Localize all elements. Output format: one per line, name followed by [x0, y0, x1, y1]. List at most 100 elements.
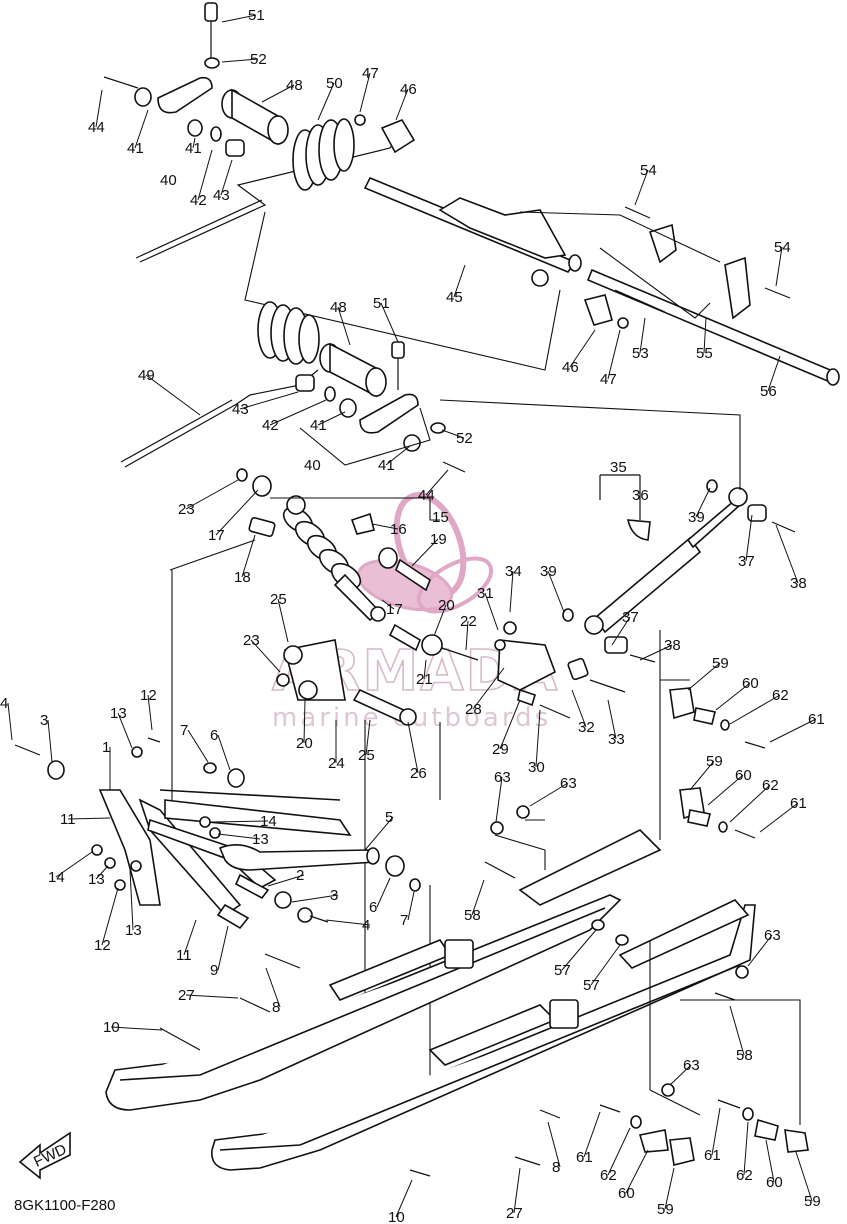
- callout-label-c41b: 41: [185, 140, 202, 157]
- callout-leader-c59d: [795, 1151, 813, 1202]
- callout-label-c54b: 54: [774, 239, 791, 256]
- callout-label-c13a: 13: [110, 705, 127, 722]
- callout-leader-c50: [317, 82, 335, 121]
- callout-label-c12b: 12: [94, 937, 111, 954]
- cross-shaft: [164, 799, 352, 836]
- nut-52: [204, 57, 220, 69]
- callout-label-c19: 19: [430, 531, 447, 548]
- callout-label-c58a: 58: [464, 907, 481, 924]
- callout-leader-c41c: [317, 411, 346, 426]
- callout-label-c8b: 8: [552, 1159, 560, 1176]
- callout-label-c40a: 40: [160, 172, 177, 189]
- callout-label-c11b: 11: [176, 947, 192, 964]
- callout-leader-c60b: [707, 774, 744, 806]
- callout-leader-c9: [217, 925, 229, 971]
- callout-label-c23a: 23: [178, 501, 195, 518]
- callout-leader-c58a: [471, 879, 485, 916]
- callout-leader-c46b: [569, 329, 596, 368]
- callout-label-c62c: 62: [600, 1167, 617, 1184]
- callout-label-c27b: 27: [506, 1205, 523, 1222]
- slide-rail-right: [211, 899, 756, 1171]
- arm-top: [157, 76, 213, 114]
- callout-leader-c63b: [529, 782, 569, 807]
- callout-leader-c10a: [110, 1026, 163, 1031]
- center-linkage: [276, 621, 626, 1030]
- callout-label-c31: 31: [477, 585, 494, 602]
- callout-label-c42a: 42: [190, 192, 207, 209]
- callout-label-c61c: 61: [576, 1149, 593, 1166]
- lower-spring-assembly: [120, 301, 466, 473]
- callout-label-c62d: 62: [736, 1167, 753, 1184]
- callout-label-c10b: 10: [388, 1209, 405, 1224]
- callout-label-c33: 33: [608, 731, 625, 748]
- callout-leader-c13c: [95, 865, 109, 880]
- callout-label-c40b: 40: [304, 457, 321, 474]
- callout-leader-c37b: [611, 616, 631, 646]
- watermark-propeller-logo: [356, 492, 494, 614]
- callout-leader-c10b: [395, 1179, 413, 1218]
- callout-label-c51b: 51: [373, 295, 390, 312]
- callout-label-c57b: 57: [583, 977, 600, 994]
- callout-label-c17a: 17: [208, 527, 225, 544]
- shock-body: [593, 536, 702, 634]
- callout-label-c60a: 60: [742, 675, 759, 692]
- callout-leader-c37a: [745, 514, 753, 562]
- callout-leader-c16: [371, 523, 399, 530]
- callout-leader-c63a: [495, 776, 503, 823]
- callout-label-c49: 49: [138, 367, 155, 384]
- upper-spring-assembly: [103, 2, 416, 263]
- bolt-44: [103, 76, 139, 89]
- callout-label-c47b: 47: [600, 371, 617, 388]
- callout-leader-c54a: [634, 169, 649, 206]
- bracket-55b: [724, 256, 751, 320]
- bolt-51: [204, 2, 218, 22]
- callout-label-c56: 56: [760, 383, 777, 400]
- callout-leader-c60a: [715, 682, 751, 711]
- callout-leader-c59c: [664, 1167, 675, 1210]
- bracket-46b: [583, 294, 613, 326]
- callout-label-c11a: 11: [60, 811, 76, 828]
- callout-leader-c6b: [376, 877, 391, 908]
- callout-leader-c33: [607, 699, 617, 740]
- callout-label-c9: 9: [210, 962, 218, 979]
- callout-label-c41d: 41: [378, 457, 395, 474]
- callout-leader-c32: [571, 689, 587, 728]
- callout-label-c59c: 59: [657, 1201, 674, 1218]
- callout-label-c3b: 3: [330, 887, 338, 904]
- callout-label-c38b: 38: [664, 637, 681, 654]
- callout-leader-c47b: [607, 329, 621, 380]
- callout-label-c53: 53: [632, 345, 649, 362]
- callout-leader-c27a: [185, 994, 239, 999]
- callout-leader-c51b: [380, 302, 399, 343]
- callout-label-c6b: 6: [369, 899, 377, 916]
- callout-leader-c46a: [395, 88, 409, 121]
- callout-label-c63a: 63: [494, 769, 511, 786]
- callout-label-c20a: 20: [438, 597, 455, 614]
- shock-spring: [282, 506, 362, 590]
- callout-label-c34: 34: [505, 563, 522, 580]
- callout-leader-c61c: [583, 1111, 601, 1158]
- callout-label-c62a: 62: [772, 687, 789, 704]
- drawing-code: 8GK1100-F280: [14, 1197, 115, 1214]
- callout-leader-c13d: [129, 869, 134, 931]
- callout-label-c43b: 43: [232, 401, 249, 418]
- callout-label-c52b: 52: [456, 430, 473, 447]
- callout-leader-c14b: [55, 851, 93, 878]
- arm-lower: [359, 393, 419, 434]
- callout-label-c59d: 59: [804, 1193, 821, 1210]
- callout-label-c14b: 14: [48, 869, 65, 886]
- torsion-spring-lower: [257, 301, 320, 365]
- callout-leader-c19: [411, 538, 439, 567]
- callout-leader-c55: [703, 317, 707, 354]
- callout-leader-c25a: [277, 598, 289, 643]
- callout-leader-c14a: [211, 820, 269, 823]
- circlip-47: [354, 114, 366, 126]
- callout-leader-c23b: [250, 639, 281, 673]
- washer-42: [210, 126, 222, 142]
- callout-leader-c54b: [775, 246, 783, 287]
- callout-leader-c45: [453, 264, 466, 298]
- callout-label-c48b: 48: [330, 299, 347, 316]
- callout-label-c60c: 60: [618, 1185, 635, 1202]
- callout-label-c41c: 41: [310, 417, 327, 434]
- callout-leader-c8a: [265, 967, 281, 1008]
